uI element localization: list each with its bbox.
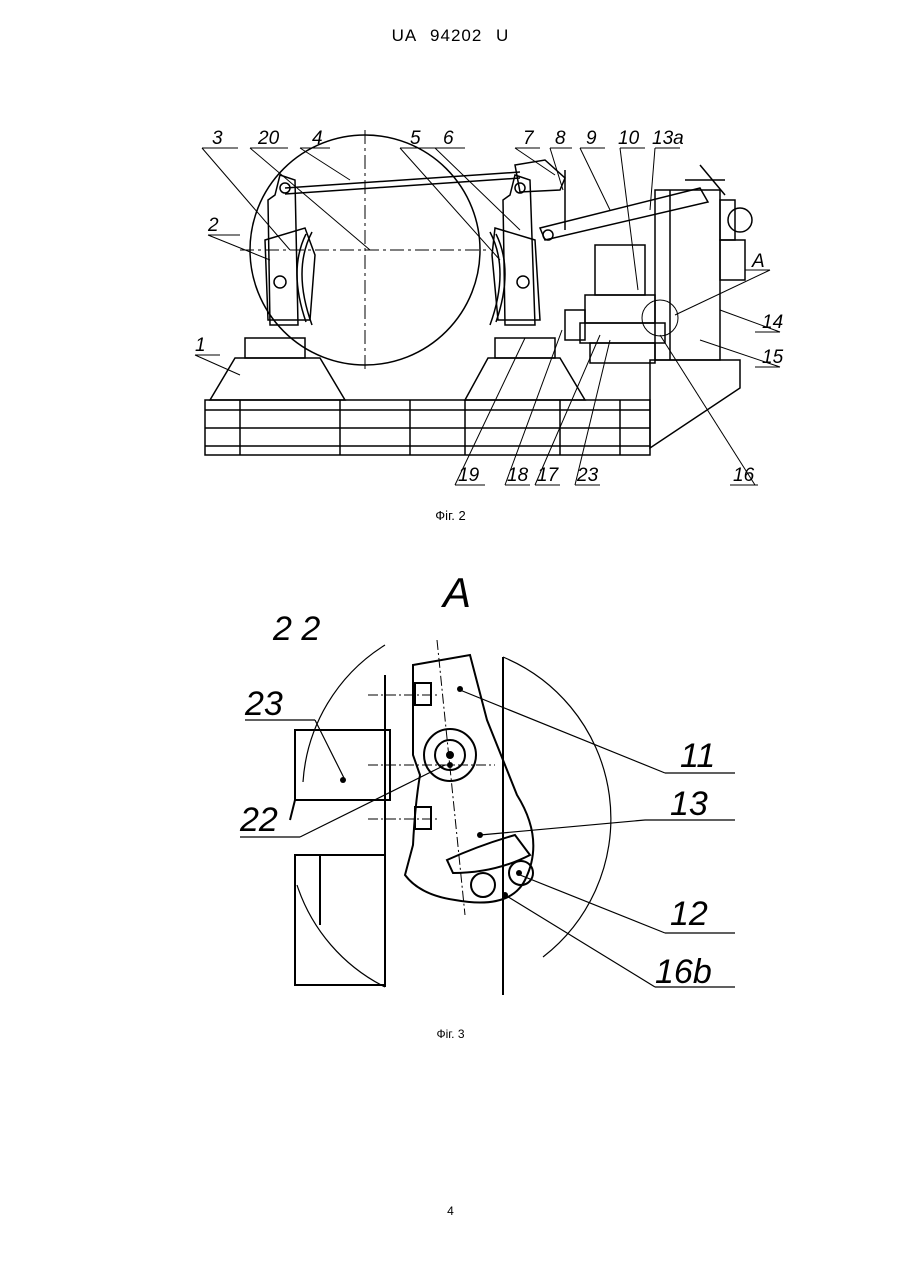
- figure-3-drawing: A 2 2 23 22 11 13 12 16b: [225, 555, 745, 1010]
- fig2-label: 20: [257, 128, 280, 149]
- fig3-label: 22: [239, 801, 278, 839]
- fig3-label: 12: [670, 895, 708, 933]
- fig3-label: 13: [670, 785, 708, 823]
- fig3-view-letter: A: [440, 569, 471, 616]
- fig2-label: 7: [523, 128, 535, 149]
- fig3-label: 16b: [655, 953, 712, 991]
- fig3-label: 11: [680, 737, 715, 775]
- fig2-label: 18: [507, 465, 529, 486]
- fig2-label: 2: [207, 215, 219, 236]
- figure-2-drawing: 3 20 4 5 6 7 8 9 10 13а 2 1 A 14 15 19 1…: [180, 110, 790, 495]
- fig2-label: 5: [410, 128, 421, 149]
- fig2-label: 17: [537, 465, 560, 486]
- figure-2-caption: Фіг. 2: [0, 508, 901, 523]
- fig2-label: 14: [762, 312, 783, 333]
- fig2-label: 9: [586, 128, 597, 149]
- fig2-label: 16: [733, 465, 755, 486]
- fig2-label: 10: [618, 128, 640, 149]
- fig2-label: 4: [312, 128, 323, 149]
- fig2-label: 13а: [652, 128, 684, 149]
- fig2-label: A: [751, 251, 765, 272]
- fig2-label: 15: [762, 347, 784, 368]
- fig2-label: 6: [443, 128, 454, 149]
- fig2-label: 8: [555, 128, 566, 149]
- fig2-label: 23: [576, 465, 599, 486]
- fig2-label: 1: [195, 335, 206, 356]
- fig3-label: 2 2: [272, 610, 320, 648]
- fig2-label: 19: [458, 465, 480, 486]
- patent-number-header: UA 94202 U: [0, 26, 901, 46]
- fig2-label: 3: [212, 128, 223, 149]
- figure-3-caption: Фіг. 3: [0, 1027, 901, 1041]
- page-number: 4: [0, 1204, 901, 1218]
- fig3-label: 23: [244, 685, 283, 723]
